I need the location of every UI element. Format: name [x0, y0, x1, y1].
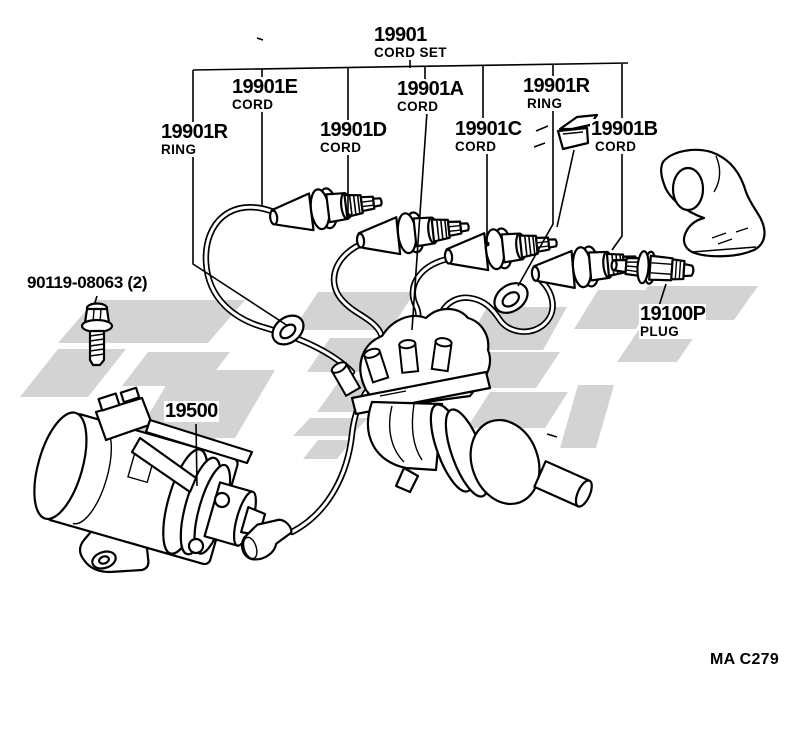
cord-boot-assemblies [266, 180, 647, 293]
part-description: CORD [455, 138, 497, 154]
part-number: 19901 [374, 24, 427, 46]
label-coil[interactable]: 19500 [164, 401, 219, 422]
part-number: 19901D [320, 119, 387, 141]
part-description: RING [527, 95, 563, 111]
part-number: 19901R [523, 75, 590, 97]
part-description: CORD [232, 96, 274, 112]
label-cord-b[interactable]: 19901B CORD [590, 118, 659, 154]
ring-grommet-drawing [271, 282, 529, 346]
label-bolt[interactable]: 90119-08063 (2) [26, 273, 149, 292]
part-number: 19901E [232, 76, 298, 98]
label-cord-a[interactable]: 19901A CORD [396, 78, 465, 114]
label-plug[interactable]: 19100P PLUG [639, 303, 707, 339]
part-number: 90119-08063 (2) [27, 273, 148, 292]
diagram-code: MA C279 [710, 651, 780, 668]
part-description: PLUG [640, 323, 680, 339]
label-cord-e[interactable]: 19901E CORD [231, 76, 299, 112]
label-cord-c[interactable]: 19901C CORD [454, 118, 523, 154]
part-number: 19901B [591, 118, 658, 140]
label-cord-d[interactable]: 19901D CORD [319, 119, 388, 155]
part-description: CORD SET [374, 44, 447, 60]
spark-plug-drawing [610, 250, 695, 285]
label-ring-left[interactable]: 19901R RING [160, 121, 229, 157]
part-description: RING [161, 141, 197, 157]
part-description: CORD [595, 138, 637, 154]
part-number: 19901A [397, 78, 464, 100]
part-number: 19500 [165, 400, 218, 422]
part-number: 19100P [640, 303, 706, 325]
label-ring-right[interactable]: 19901R RING [522, 75, 591, 111]
bolt-drawing [80, 295, 114, 367]
part-number: 19901C [455, 118, 522, 140]
label-cord-set[interactable]: 19901 CORD SET [373, 25, 448, 60]
part-description: CORD [397, 98, 439, 114]
part-number: 19901R [161, 121, 228, 143]
water-outlet-drawing [660, 148, 766, 258]
distributor-drawing [329, 307, 593, 508]
part-description: CORD [320, 139, 362, 155]
wire-clip-drawing [533, 113, 599, 151]
